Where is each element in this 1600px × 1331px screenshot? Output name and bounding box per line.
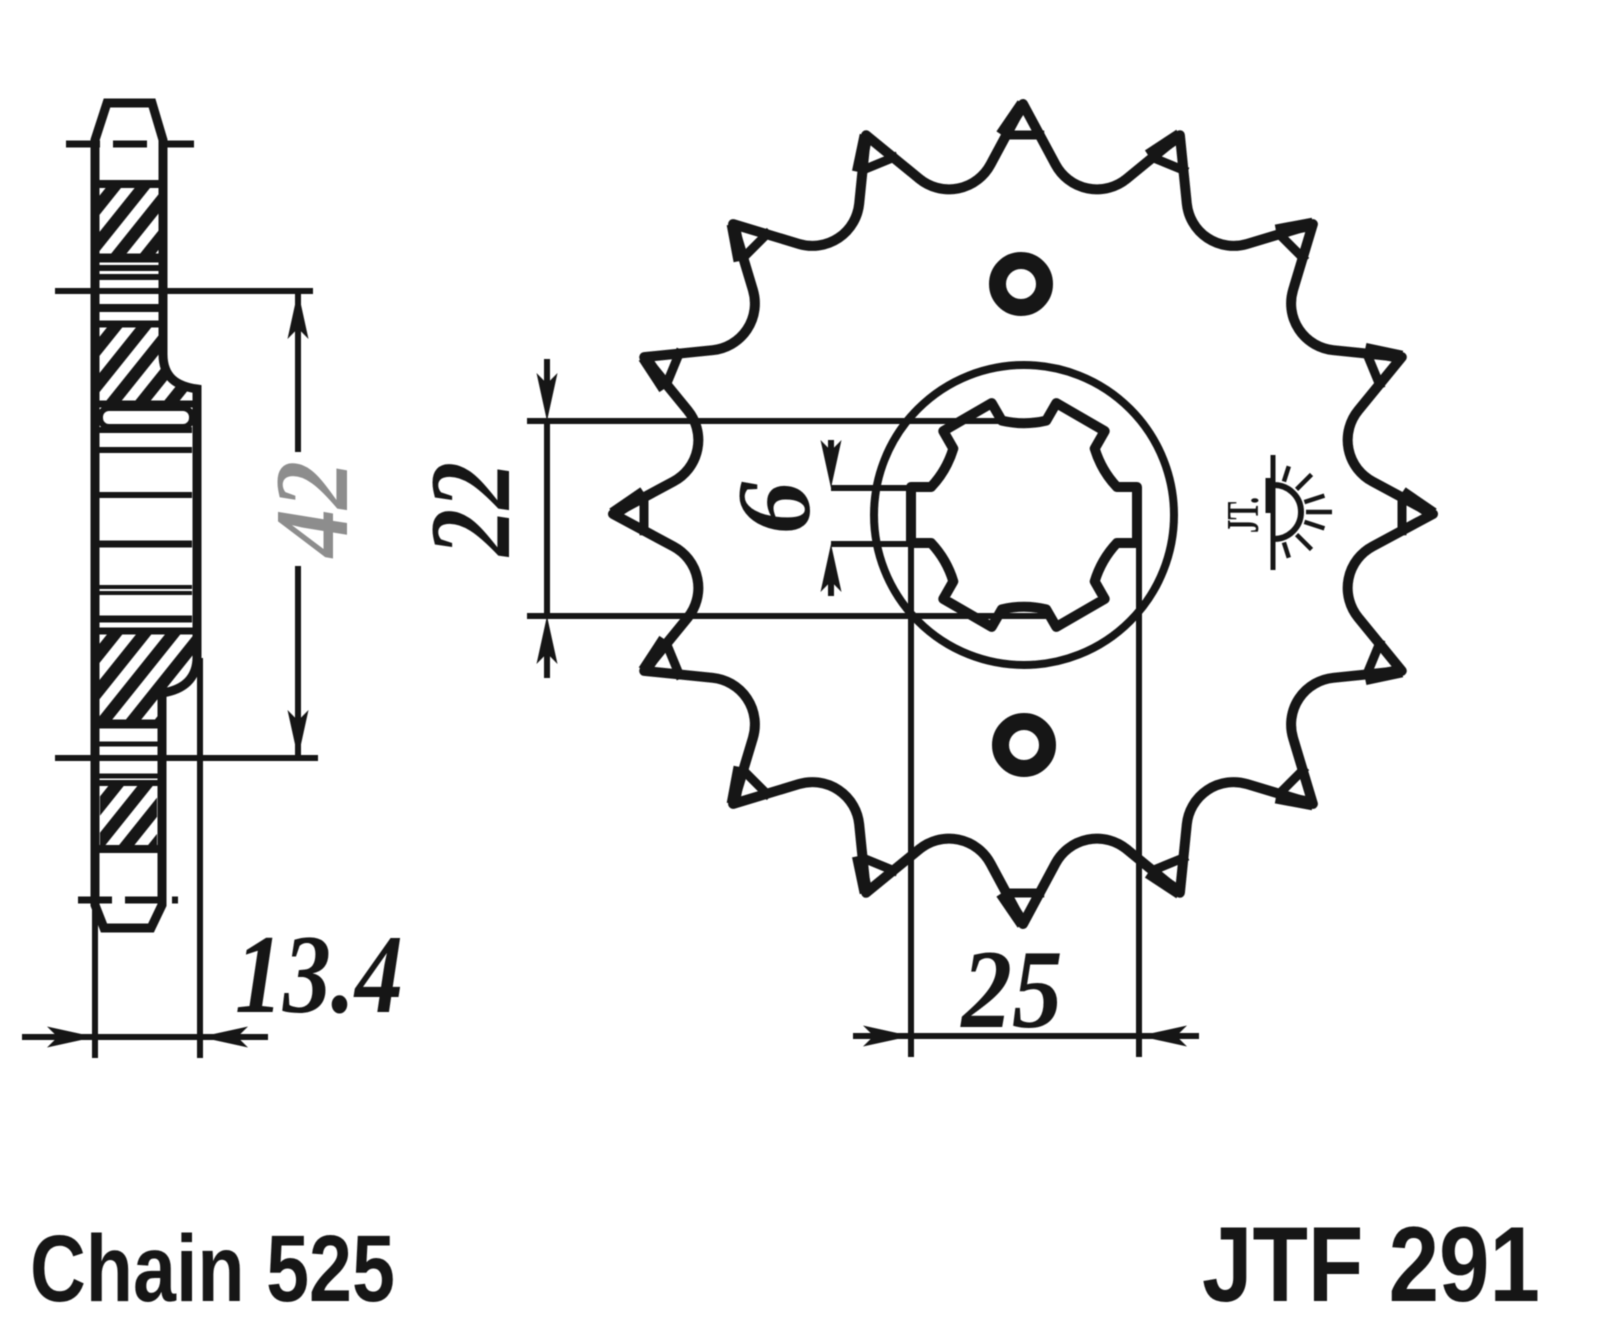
svg-text:JT.: JT. (1217, 497, 1268, 533)
svg-text:Chain 525: Chain 525 (30, 1216, 395, 1322)
svg-text:25: 25 (960, 928, 1063, 1052)
svg-text:42: 42 (253, 461, 370, 559)
svg-text:JTF 291: JTF 291 (1202, 1204, 1540, 1324)
svg-text:13.4: 13.4 (235, 913, 403, 1037)
svg-text:22: 22 (407, 462, 534, 558)
svg-text:6: 6 (715, 481, 832, 534)
